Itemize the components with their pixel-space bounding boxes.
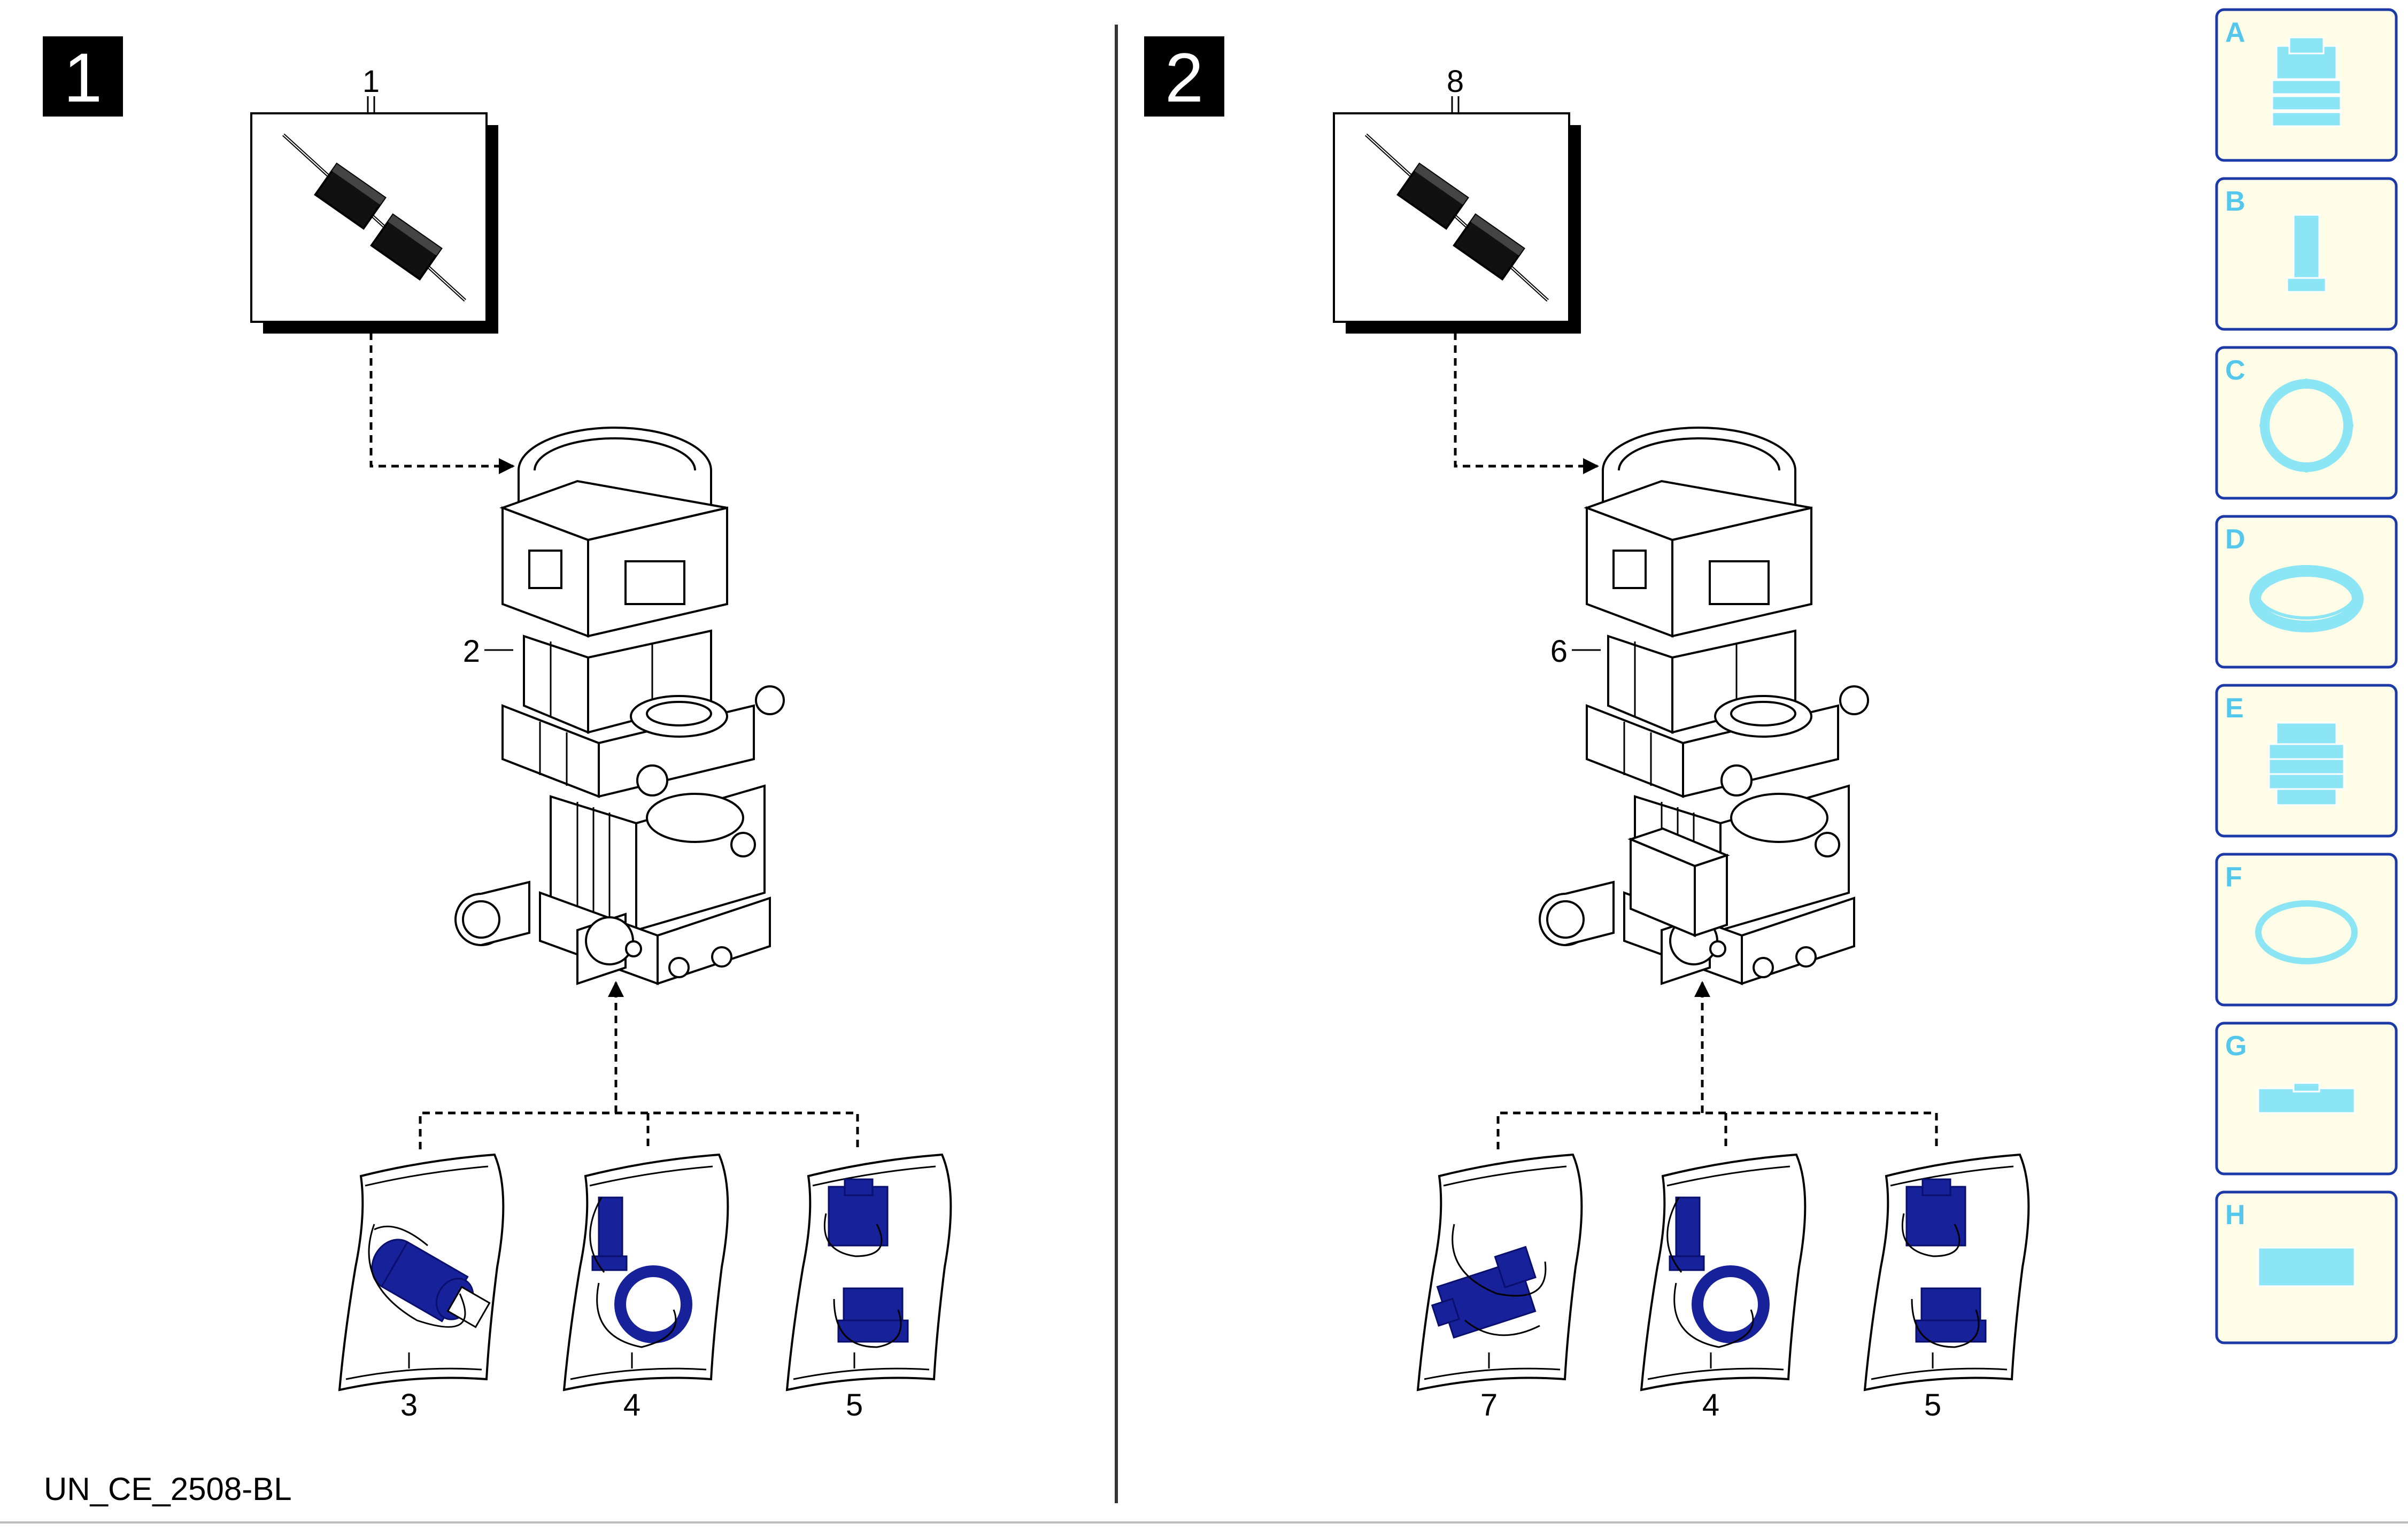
carbon-brush-set-icon bbox=[1334, 113, 1581, 334]
thumbnail-letter: H bbox=[2225, 1200, 2245, 1231]
kit-bag-seal-ring: 4 bbox=[1640, 1154, 1807, 1422]
thumbnail-b[interactable]: B bbox=[2215, 177, 2398, 331]
callout-kit-b: 4 bbox=[1702, 1388, 1719, 1422]
callout-kit-a: 7 bbox=[1480, 1388, 1498, 1422]
callout-brush-set: 1 bbox=[362, 64, 380, 99]
callout-brush-set: 8 bbox=[1447, 64, 1464, 99]
piston-icon bbox=[2286, 214, 2327, 293]
thumbnail-e[interactable]: E bbox=[2215, 684, 2398, 838]
panel-badge-label: 1 bbox=[64, 38, 102, 117]
panel-1: 1 1 2 3 bbox=[43, 36, 952, 1422]
thumbnail-letter: F bbox=[2225, 862, 2242, 893]
thumbnail-letter: G bbox=[2225, 1031, 2247, 1062]
callout-motor: 6 bbox=[1550, 634, 1568, 669]
ring-icon bbox=[2259, 378, 2353, 473]
panel-badge-2 bbox=[1144, 36, 1224, 117]
thumbnail-f[interactable]: F bbox=[2215, 853, 2398, 1007]
thumbnail-h[interactable]: H bbox=[2215, 1190, 2398, 1344]
seal-icon bbox=[2249, 565, 2364, 632]
thumbnail-letter: C bbox=[2225, 355, 2245, 386]
thumbnail-g[interactable]: G bbox=[2215, 1022, 2398, 1176]
regulator-block bbox=[1627, 827, 1730, 937]
o-ring-icon bbox=[2255, 900, 2358, 964]
callout-motor: 2 bbox=[463, 634, 480, 669]
block-icon bbox=[2257, 1247, 2356, 1287]
callout-kit-c: 5 bbox=[1924, 1388, 1941, 1422]
kit-bag-seal-ring: 4 bbox=[563, 1154, 729, 1422]
panel-badge-1 bbox=[43, 36, 123, 117]
bracket-icon bbox=[2257, 1082, 2356, 1114]
kit-bag-valves: 5 bbox=[1864, 1154, 2030, 1422]
thumbnail-c[interactable]: C bbox=[2215, 346, 2398, 500]
panel-2: 2 8 6 7 bbox=[1144, 36, 2030, 1422]
kit-bag-regulator: 7 bbox=[1417, 1154, 1583, 1422]
panel-badge-label: 2 bbox=[1165, 38, 1203, 117]
drawing-code: UN_CE_2508-BL bbox=[44, 1471, 292, 1507]
thumbnail-letter: E bbox=[2225, 693, 2244, 724]
callout-kit-b: 4 bbox=[623, 1388, 640, 1422]
valve-icon bbox=[2271, 36, 2342, 127]
thumbnail-letter: B bbox=[2225, 186, 2245, 217]
motor-pump-assembly bbox=[454, 427, 785, 985]
valve-stack-icon bbox=[2268, 722, 2345, 806]
callout-kit-a: 3 bbox=[400, 1388, 418, 1422]
kit-bag-valve-fitting: 3 bbox=[338, 1154, 505, 1422]
carbon-brush-set-icon bbox=[251, 113, 498, 334]
kit-bag-valves: 5 bbox=[786, 1154, 952, 1422]
thumbnail-a[interactable]: A bbox=[2215, 8, 2398, 162]
thumbnail-letter: A bbox=[2225, 17, 2245, 48]
callout-kit-c: 5 bbox=[846, 1388, 863, 1422]
thumbnail-d[interactable]: D bbox=[2215, 515, 2398, 669]
thumbnail-sidebar: A B C bbox=[2215, 8, 2398, 1344]
thumbnail-letter: D bbox=[2225, 524, 2245, 555]
